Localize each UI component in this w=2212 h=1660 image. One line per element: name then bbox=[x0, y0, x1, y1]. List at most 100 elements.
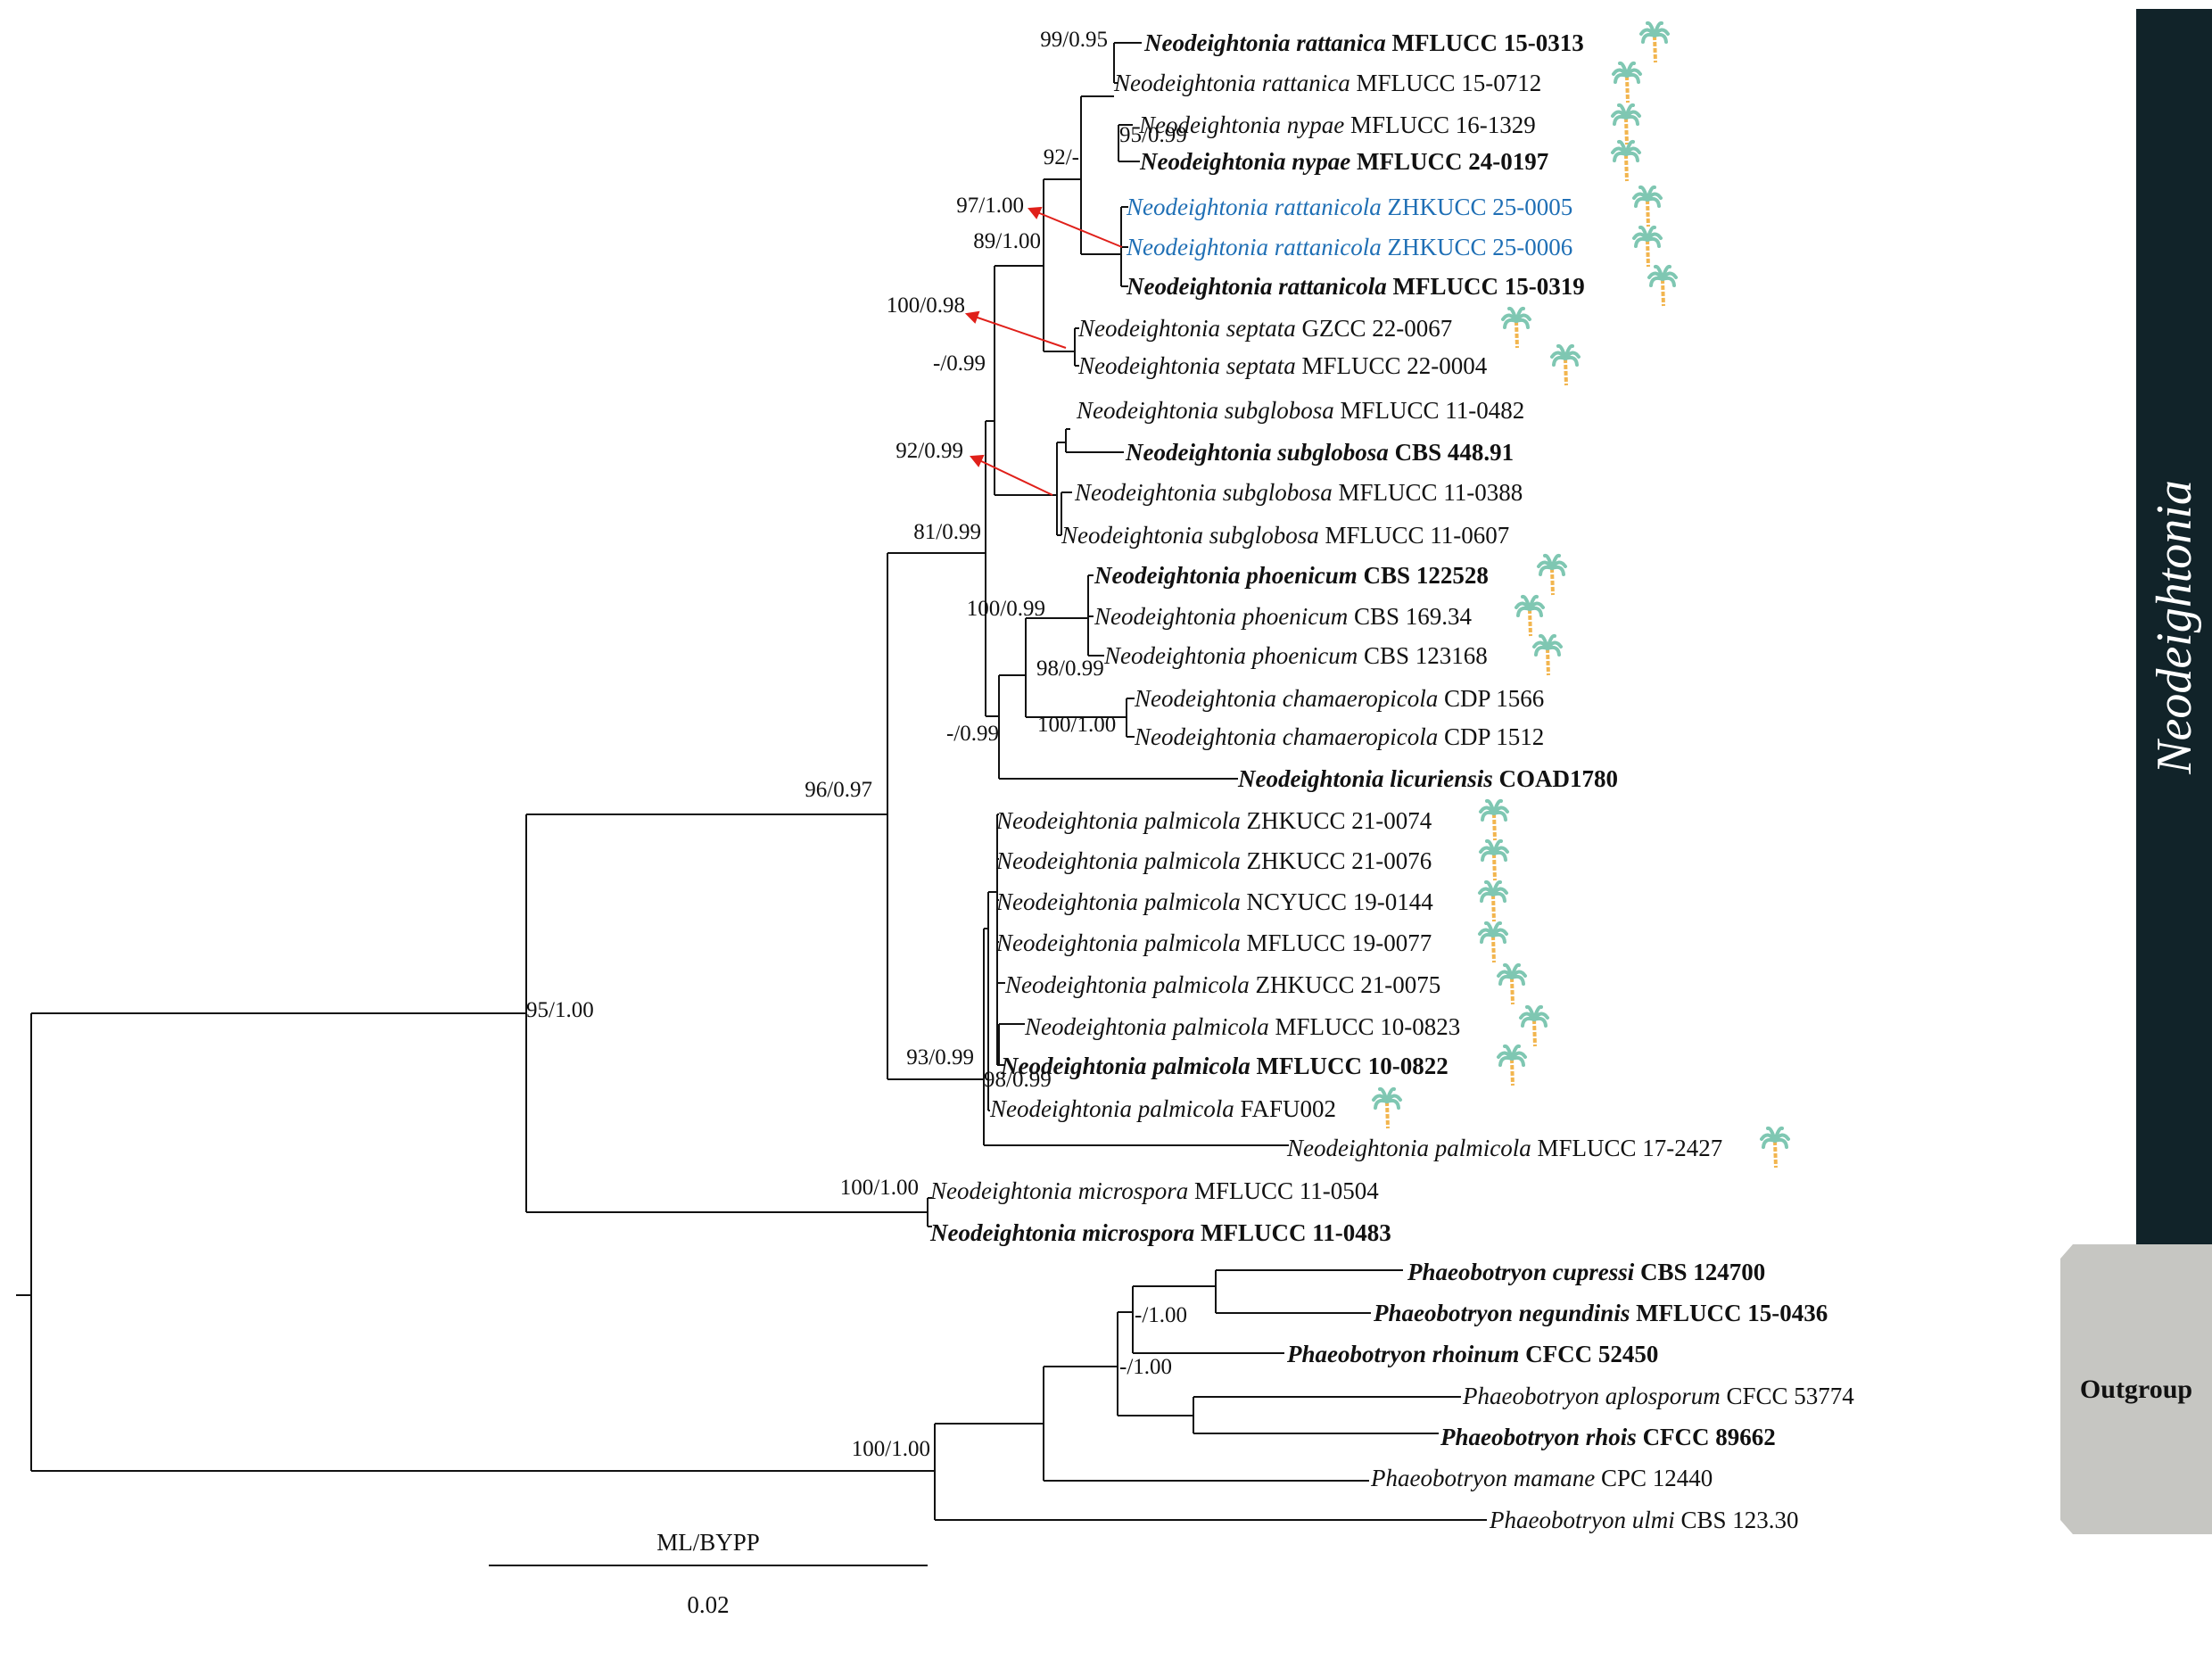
palm-tree-icon bbox=[1479, 798, 1509, 841]
taxon-strain: MFLUCC 15-0712 bbox=[1356, 70, 1541, 96]
taxon-label: Neodeightonia chamaeropicola CDP 1512 bbox=[1134, 723, 1544, 750]
taxon-label: Neodeightonia palmicola ZHKUCC 21-0076 bbox=[995, 847, 1432, 874]
taxon-species: septata bbox=[1226, 315, 1296, 342]
taxon-species: nypae bbox=[1287, 111, 1344, 138]
taxon-genus: Neodeightonia bbox=[1139, 148, 1286, 175]
support-value: -/0.99 bbox=[946, 722, 999, 746]
taxon-strain: MFLUCC 16-1329 bbox=[1350, 111, 1536, 138]
taxon-label: Phaeobotryon ulmi CBS 123.30 bbox=[1489, 1507, 1799, 1533]
taxon-species: negundinis bbox=[1519, 1300, 1630, 1326]
taxon-label: Phaeobotryon rhoinum CFCC 52450 bbox=[1286, 1341, 1658, 1367]
palm-tree-icon bbox=[1372, 1086, 1402, 1129]
taxon-label: Neodeightonia phoenicum CBS 122528 bbox=[1094, 562, 1489, 589]
support-value: 95/1.00 bbox=[526, 998, 594, 1022]
taxon-genus: Phaeobotryon bbox=[1440, 1424, 1580, 1450]
taxon-species: rattanica bbox=[1296, 29, 1386, 56]
taxon-genus: Phaeobotryon bbox=[1373, 1300, 1513, 1326]
callout-arrows bbox=[964, 206, 1123, 496]
support-value: 81/0.99 bbox=[913, 520, 981, 544]
palm-tree-icon bbox=[1478, 880, 1508, 922]
palm-tree-icon bbox=[1532, 633, 1563, 676]
palm-tree-icon bbox=[1497, 962, 1527, 1005]
taxon-species: cupressi bbox=[1553, 1259, 1635, 1285]
palm-tree-icon bbox=[1760, 1126, 1790, 1169]
taxon-species: palmicola bbox=[1143, 847, 1241, 874]
support-values: 99/0.9595/0.9992/-97/1.0089/1.00100/0.98… bbox=[526, 28, 1187, 1461]
taxon-species: chamaeropicola bbox=[1283, 723, 1438, 750]
clade-label: Neodeightonia bbox=[2146, 479, 2202, 774]
taxon-strain: MFLUCC 19-0077 bbox=[1246, 929, 1432, 956]
taxon-genus: Neodeightonia bbox=[1126, 194, 1268, 220]
support-value: 98/0.99 bbox=[984, 1068, 1052, 1092]
taxon-label: Phaeobotryon mamane CPC 12440 bbox=[1370, 1465, 1713, 1491]
support-value: 93/0.99 bbox=[906, 1045, 974, 1070]
taxon-strain: ZHKUCC 21-0076 bbox=[1246, 847, 1432, 874]
taxon-strain: ZHKUCC 21-0075 bbox=[1255, 971, 1440, 998]
taxon-label: Neodeightonia palmicola ZHKUCC 21-0075 bbox=[1004, 971, 1440, 998]
taxon-species: subglobosa bbox=[1223, 479, 1333, 506]
taxon-genus: Neodeightonia bbox=[1125, 439, 1272, 466]
palm-tree-icon bbox=[1611, 139, 1641, 182]
taxon-genus: Neodeightonia bbox=[1134, 685, 1276, 712]
taxon-species: phoenicum bbox=[1244, 562, 1358, 589]
taxon-label: Phaeobotryon negundinis MFLUCC 15-0436 bbox=[1373, 1300, 1828, 1326]
taxon-label: Neodeightonia palmicola ZHKUCC 21-0074 bbox=[995, 807, 1432, 834]
taxon-label: Neodeightonia rattanica MFLUCC 15-0313 bbox=[1143, 29, 1584, 56]
taxon-strain: CBS 169.34 bbox=[1354, 603, 1473, 630]
taxon-label: Neodeightonia subglobosa MFLUCC 11-0388 bbox=[1074, 479, 1523, 506]
taxon-genus: Neodeightonia bbox=[1126, 273, 1273, 300]
taxon-genus: Neodeightonia bbox=[1103, 642, 1246, 669]
taxon-label: Neodeightonia nypae MFLUCC 24-0197 bbox=[1139, 148, 1548, 175]
taxon-strain: MFLUCC 15-0319 bbox=[1393, 273, 1585, 300]
taxon-species: microspora bbox=[1082, 1219, 1194, 1246]
taxon-strain: FAFU002 bbox=[1240, 1095, 1336, 1122]
taxon-genus: Phaeobotryon bbox=[1286, 1341, 1426, 1367]
taxon-species: phoenicum bbox=[1250, 642, 1358, 669]
taxon-label: Neodeightonia rattanicola ZHKUCC 25-0005 bbox=[1126, 194, 1572, 220]
taxon-genus: Neodeightonia bbox=[995, 888, 1138, 915]
support-value: 92/0.99 bbox=[896, 439, 963, 463]
taxon-strain: MFLUCC 22-0004 bbox=[1301, 352, 1487, 379]
palm-tree-icon bbox=[1478, 921, 1508, 963]
support-value: 96/0.97 bbox=[805, 778, 872, 802]
taxon-labels: Neodeightonia rattanica MFLUCC 15-0313Ne… bbox=[929, 29, 1854, 1533]
taxon-genus: Neodeightonia bbox=[1000, 1053, 1147, 1079]
taxon-species: phoenicum bbox=[1241, 603, 1348, 630]
taxon-strain: CBS 122528 bbox=[1364, 562, 1489, 589]
taxon-strain: CFCC 89662 bbox=[1643, 1424, 1776, 1450]
taxon-label: Neodeightonia palmicola MFLUCC 19-0077 bbox=[995, 929, 1432, 956]
taxon-genus: Phaeobotryon bbox=[1462, 1383, 1599, 1409]
support-value: 95/0.99 bbox=[1119, 123, 1187, 147]
outgroup-label: Outgroup bbox=[2079, 1374, 2193, 1404]
taxon-genus: Neodeightonia bbox=[1134, 723, 1276, 750]
taxon-strain: GZCC 22-0067 bbox=[1301, 315, 1452, 342]
taxon-label: Neodeightonia palmicola MFLUCC 10-0823 bbox=[1024, 1013, 1460, 1040]
taxon-species: subglobosa bbox=[1225, 397, 1334, 424]
taxon-strain: CBS 123.30 bbox=[1681, 1507, 1799, 1533]
taxon-label: Neodeightonia rattanicola ZHKUCC 25-0006 bbox=[1126, 234, 1572, 260]
taxon-species: rhoinum bbox=[1432, 1341, 1520, 1367]
taxon-genus: Neodeightonia bbox=[1077, 315, 1220, 342]
taxon-species: chamaeropicola bbox=[1283, 685, 1438, 712]
palm-tree-icon bbox=[1632, 225, 1663, 268]
taxon-genus: Neodeightonia bbox=[1237, 765, 1384, 792]
taxon-genus: Neodeightonia bbox=[1143, 29, 1291, 56]
palm-tree-icon bbox=[1537, 553, 1567, 596]
taxon-label: Neodeightonia nypae MFLUCC 16-1329 bbox=[1138, 111, 1536, 138]
taxon-genus: Neodeightonia bbox=[1126, 234, 1268, 260]
support-value: 100/0.99 bbox=[967, 597, 1045, 621]
taxon-strain: MFLUCC 11-0388 bbox=[1339, 479, 1523, 506]
taxon-strain: CBS 124700 bbox=[1640, 1259, 1765, 1285]
taxon-genus: Neodeightonia bbox=[1094, 562, 1241, 589]
taxon-strain: MFLUCC 11-0504 bbox=[1194, 1177, 1379, 1204]
arrow-head bbox=[1028, 206, 1043, 219]
taxon-species: rattanicola bbox=[1275, 234, 1382, 260]
outgroup-box: Outgroup bbox=[2060, 1244, 2212, 1534]
taxon-genus: Neodeightonia bbox=[1077, 352, 1220, 379]
taxon-strain: MFLUCC 10-0823 bbox=[1275, 1013, 1460, 1040]
taxon-species: palmicola bbox=[1433, 1135, 1531, 1161]
taxon-species: palmicola bbox=[1136, 1095, 1234, 1122]
taxon-label: Neodeightonia licuriensis COAD1780 bbox=[1237, 765, 1618, 792]
taxon-genus: Neodeightonia bbox=[1286, 1135, 1429, 1161]
